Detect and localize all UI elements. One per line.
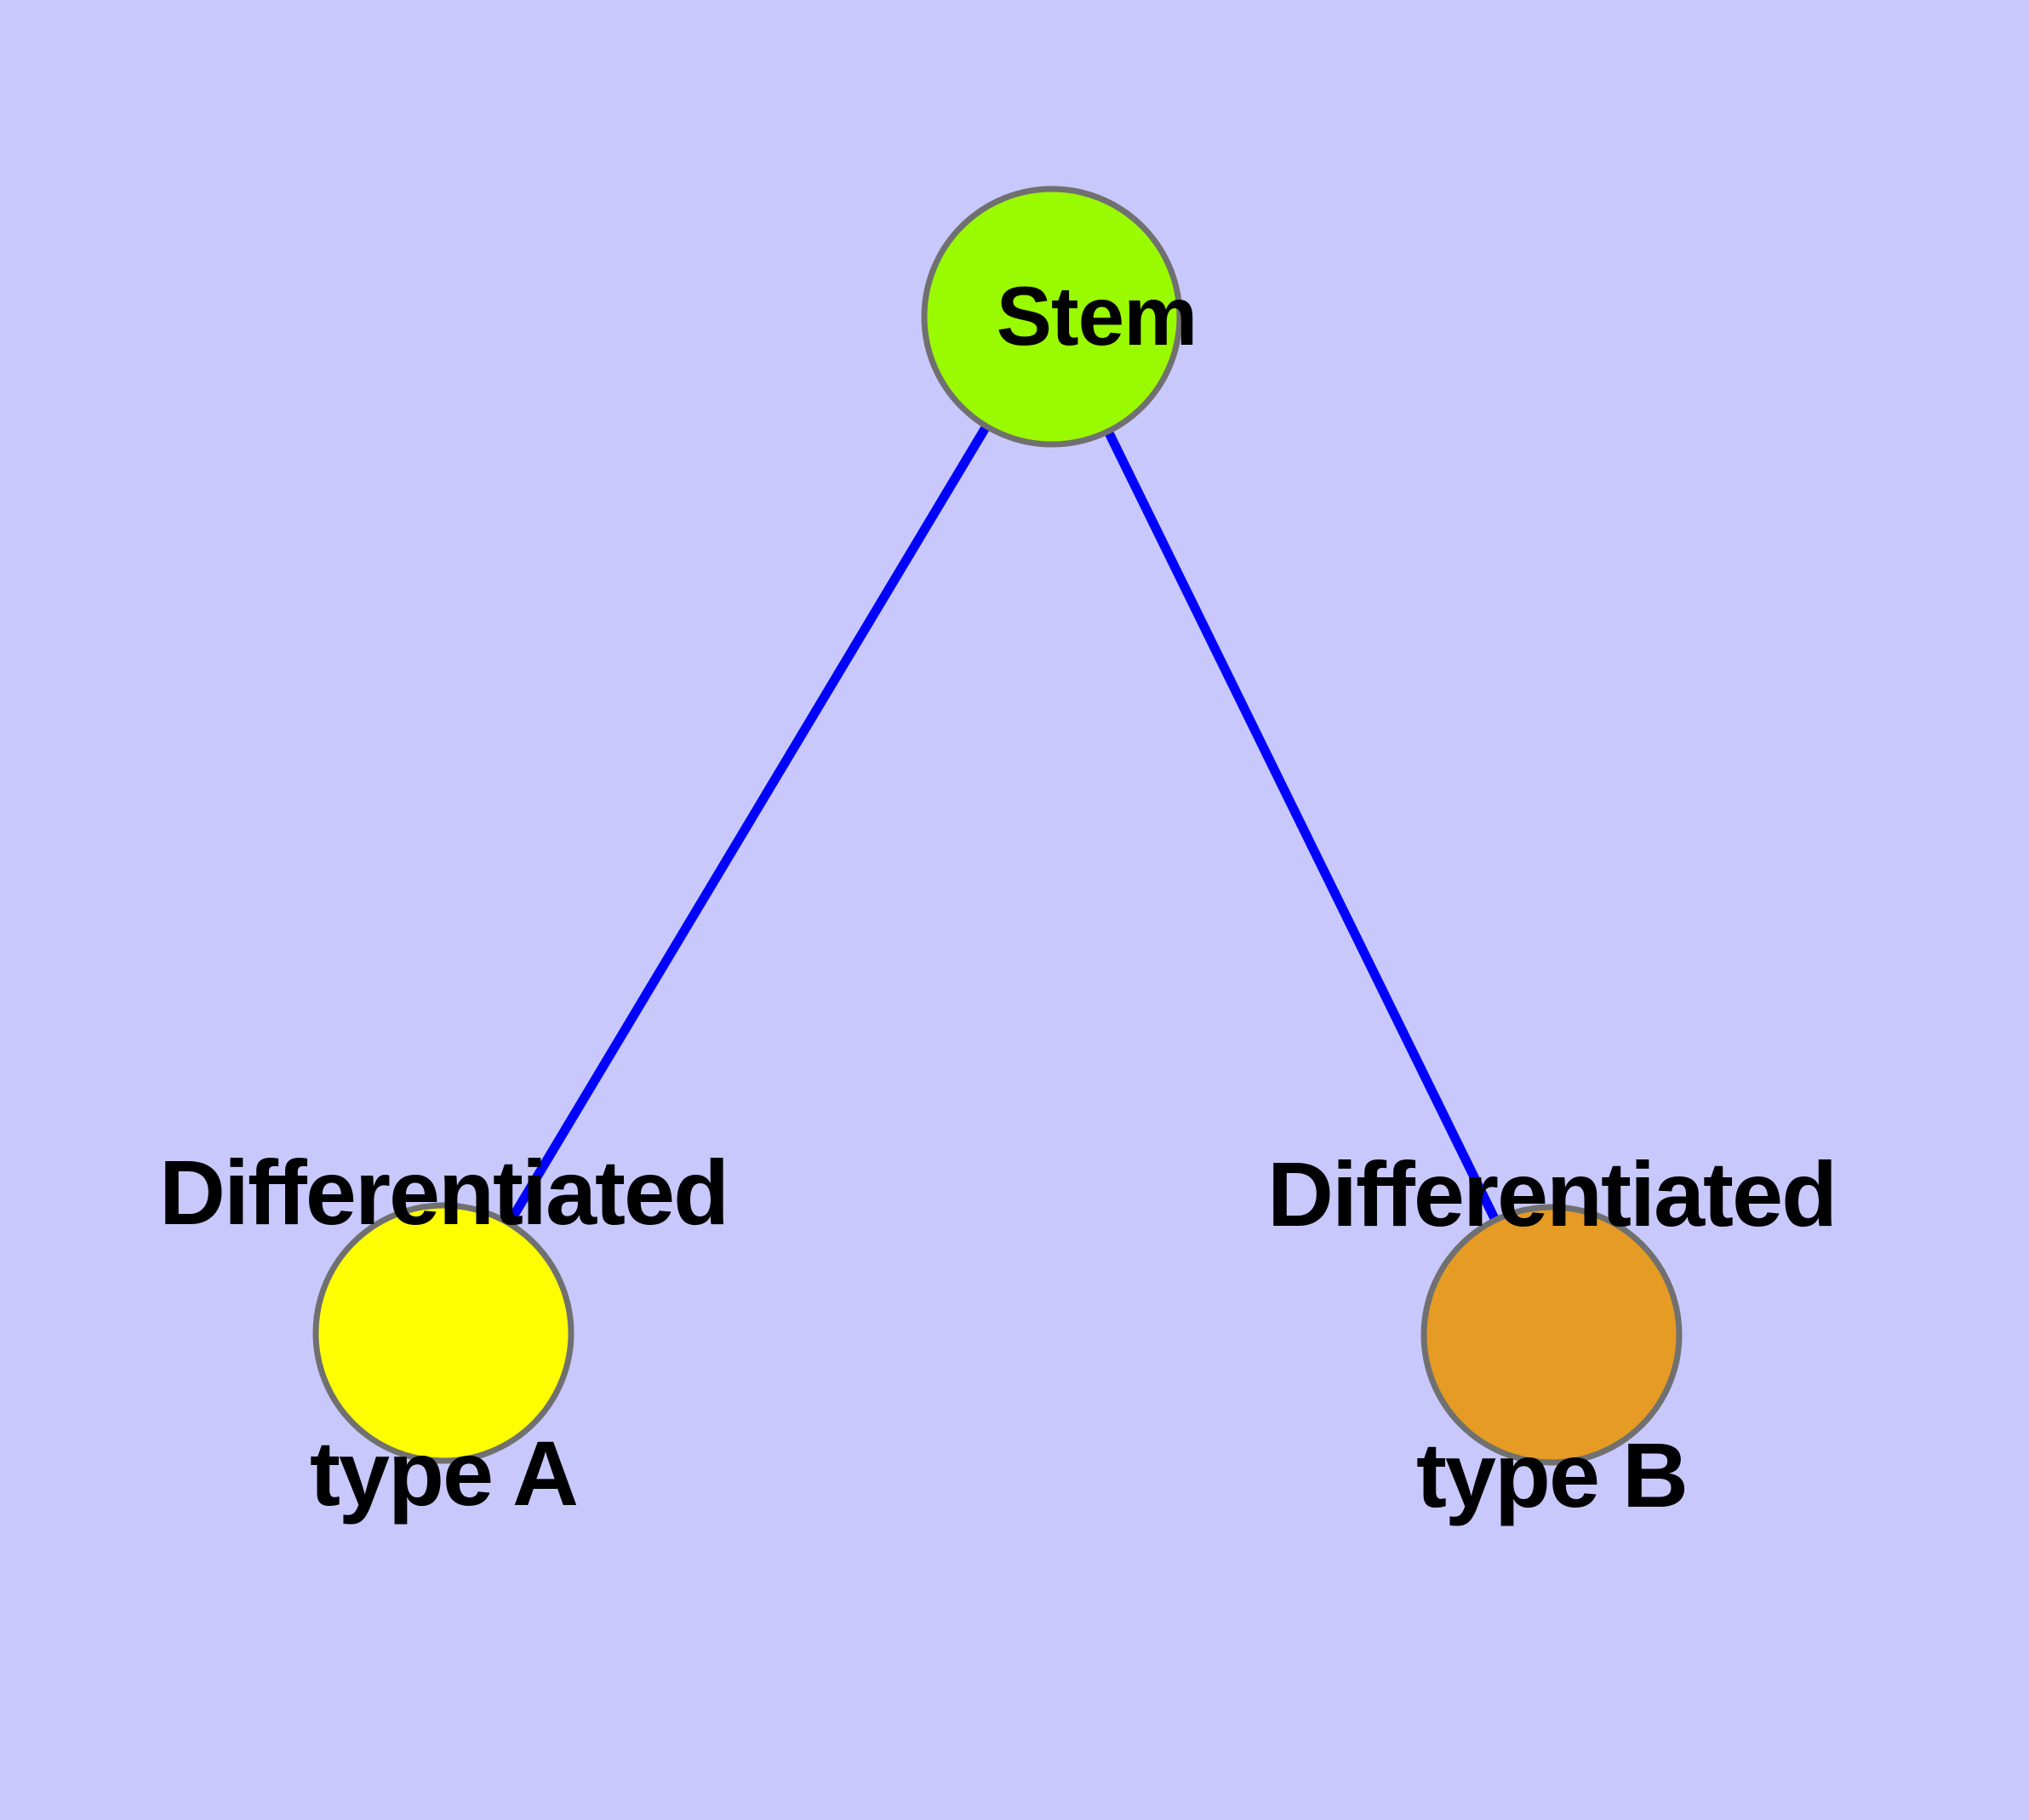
node-circle-stem[interactable]	[921, 186, 1183, 448]
node-layer	[312, 186, 1683, 1466]
edge-stem-to-diff-b[interactable]	[1048, 314, 1556, 1337]
edge-stem-to-diff-a[interactable]	[439, 314, 1056, 1336]
node-circle-diff-b[interactable]	[1420, 1204, 1683, 1466]
edge-layer	[439, 314, 1556, 1337]
node-circle-diff-a[interactable]	[312, 1202, 574, 1464]
